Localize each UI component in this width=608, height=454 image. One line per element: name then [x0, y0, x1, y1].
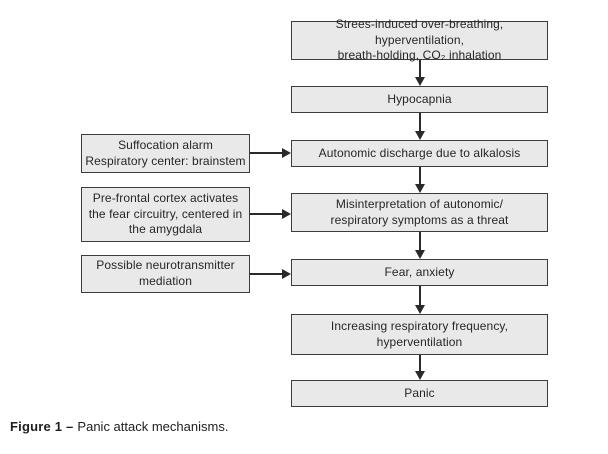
arrow-down-icon: [414, 232, 426, 259]
box-text-line: breath-holding, CO₂ inhalation: [337, 48, 502, 63]
figure-caption: Figure 1 –Panic attack mechanisms.: [10, 419, 228, 434]
box-text-line: mediation: [139, 274, 192, 288]
flow-box-fear-anxiety: Fear, anxiety: [291, 259, 548, 286]
box-text-line: Increasing respiratory frequency,: [330, 318, 509, 333]
flow-box-suffocation-alarm: Suffocation alarm Respiratory center: br…: [81, 134, 250, 173]
flow-box-stress-induced: Strees-induced over-breathing, hypervent…: [291, 17, 548, 62]
flow-box-misinterpretation: Misinterpretation of autonomic/ respirat…: [291, 193, 548, 232]
box-text-line: the amygdala: [128, 222, 203, 237]
box-text-line: Suffocation alarm: [118, 137, 213, 152]
flow-box-prefrontal-cortex: Pre-frontal cortex activates the fear ci…: [81, 187, 250, 242]
box-text-line: Misinterpretation of autonomic/: [335, 196, 504, 211]
flow-box-autonomic-discharge: Autonomic discharge due to alkalosis: [291, 140, 548, 167]
arrow-down-icon: [414, 113, 426, 140]
box-text-line: Respiratory center: brainstem: [85, 153, 246, 168]
box-text-line: Autonomic discharge due to alkalosis: [318, 145, 521, 160]
box-text-line: Hypocapnia: [387, 91, 452, 106]
box-text-line: Panic: [404, 385, 435, 400]
arrow-right-icon: [250, 208, 291, 220]
arrow-down-icon: [414, 286, 426, 314]
arrow-down-icon: [414, 167, 426, 193]
arrow-right-icon: [250, 268, 291, 280]
box-text-line: Strees-induced over-breathing, hypervent…: [335, 16, 504, 47]
flow-box-increasing-respiratory: Increasing respiratory frequency, hyperv…: [291, 314, 548, 355]
flow-box-hypocapnia: Hypocapnia: [291, 86, 548, 113]
arrow-down-icon: [414, 355, 426, 380]
box-text-line: Pre-frontal cortex activates: [92, 190, 239, 205]
box-text-line: Possible neurotransmitter: [96, 258, 235, 273]
figure-caption-text: Panic attack mechanisms.: [77, 419, 229, 434]
box-text-line: Fear, anxiety: [384, 264, 455, 279]
arrow-down-icon: [414, 60, 426, 86]
flow-box-panic: Panic: [291, 380, 548, 407]
box-text-line: the fear circuitry, centered in: [88, 206, 243, 221]
flow-box-neurotransmitter: Possible neurotransmitter mediation: [81, 255, 250, 293]
box-text-line: hyperventilation: [376, 334, 463, 349]
arrow-right-icon: [250, 147, 291, 159]
box-text-line: respiratory symptoms as a threat: [330, 212, 509, 227]
figure-caption-label: Figure 1 –: [10, 419, 74, 434]
